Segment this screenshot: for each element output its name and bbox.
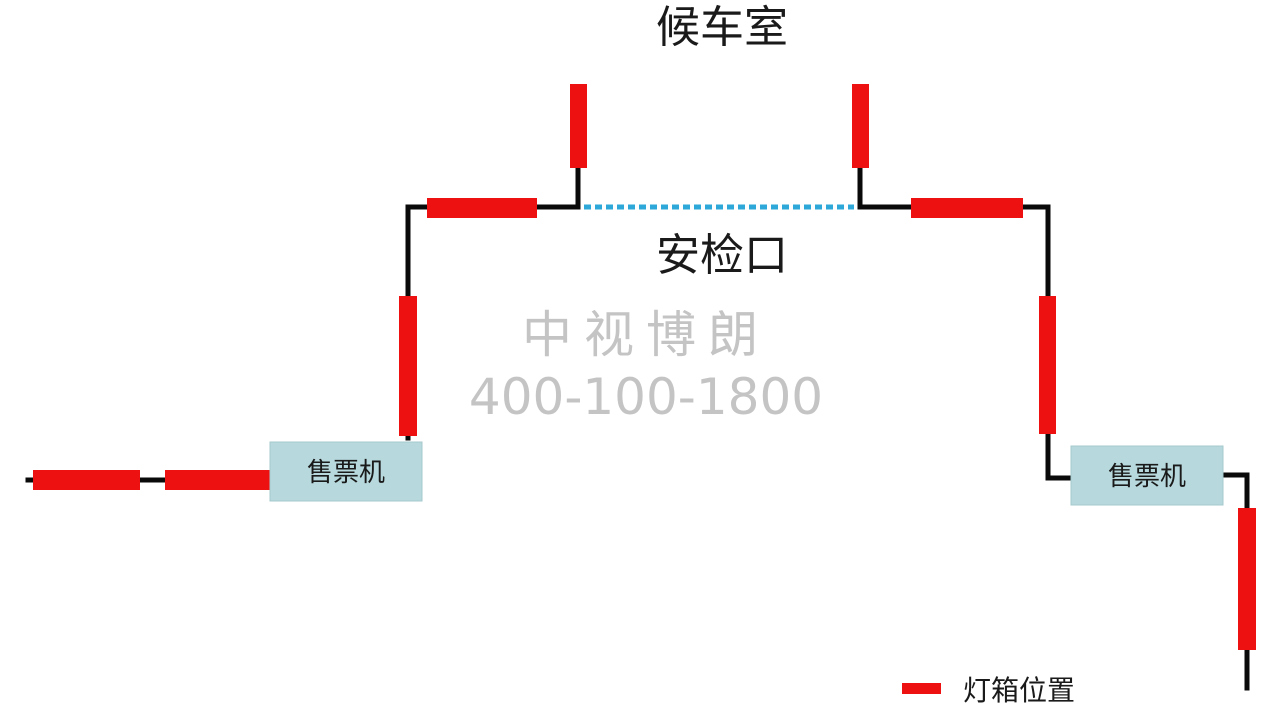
lightbox (33, 470, 140, 490)
lightbox (399, 296, 417, 436)
kiosk-left-label: 售票机 (307, 458, 385, 488)
waiting-room-label: 候车室 (656, 2, 788, 53)
lightbox (165, 470, 273, 490)
lightbox-group (33, 84, 1256, 650)
lightbox (911, 198, 1023, 218)
watermark-phone: 400-100-1800 (469, 368, 823, 426)
lightbox (1039, 296, 1056, 434)
legend-lightbox-swatch (902, 683, 941, 694)
legend: 灯箱位置 (902, 674, 1075, 707)
kiosk-right: 售票机 (1070, 445, 1224, 506)
kiosk-right-label: 售票机 (1108, 462, 1186, 492)
kiosk-left: 售票机 (269, 441, 423, 502)
lightbox (427, 198, 537, 218)
lightbox (852, 84, 869, 168)
security-checkpoint-label: 安检口 (656, 230, 788, 281)
lightbox (1238, 508, 1256, 650)
watermark-brand: 中视博朗 (522, 306, 770, 364)
lightbox (570, 84, 587, 168)
legend-lightbox-label: 灯箱位置 (963, 674, 1075, 707)
